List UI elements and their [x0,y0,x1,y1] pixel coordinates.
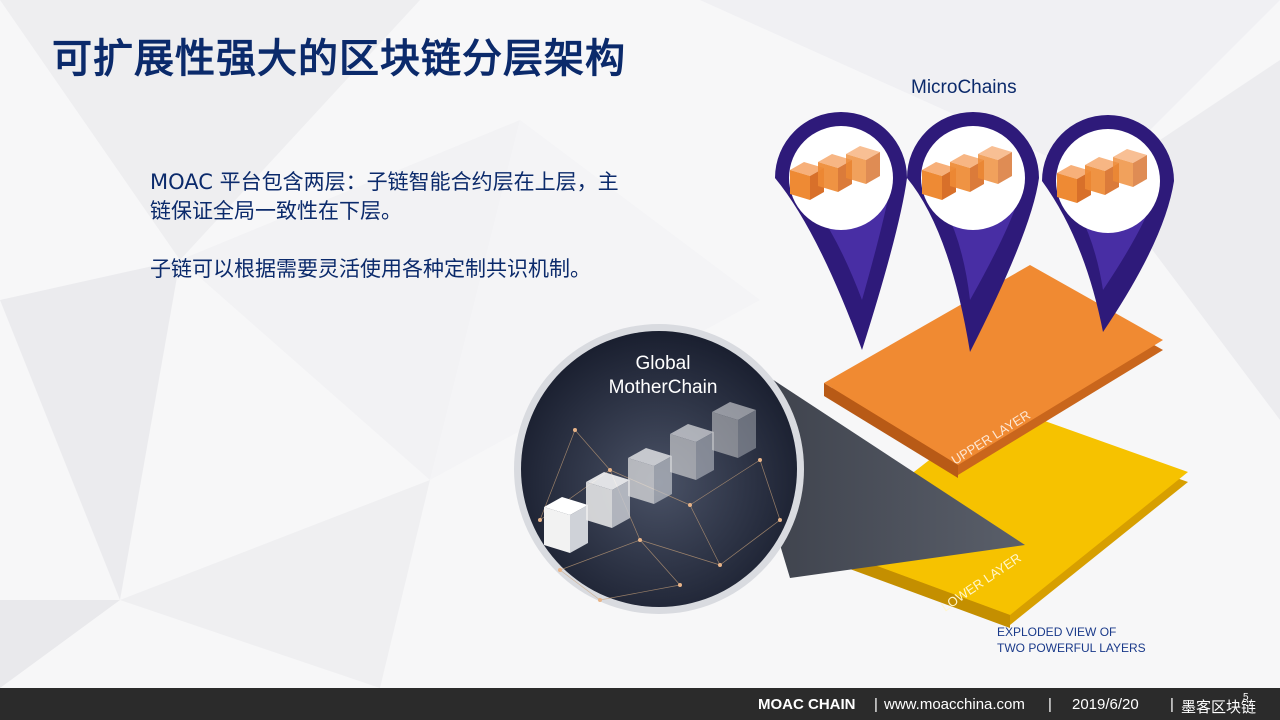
footer-separator: | [1048,696,1052,713]
footer-separator: | [1170,696,1174,713]
global-motherchain-magnifier [514,324,804,614]
body-text: MOAC 平台包含两层：子链智能合约层在上层，主链保证全局一致性在下层。 子链可… [150,168,630,284]
footer-url[interactable]: www.moacchina.com [884,696,1025,713]
footer-date: 2019/6/20 [1072,696,1139,713]
caption-line-2: TWO POWERFUL LAYERS [997,641,1146,655]
footer-bar: MOAC CHAIN | www.moacchina.com | 2019/6/… [0,688,1280,720]
footer-org: 墨客区块链 [1181,699,1257,716]
microchain-pin-2 [907,112,1039,352]
magnifier-cone [720,345,1025,578]
paragraph-layers: MOAC 平台包含两层：子链智能合约层在上层，主链保证全局一致性在下层。 [150,170,619,223]
diagram-caption: EXPLODED VIEW OF TWO POWERFUL LAYERS [997,624,1146,656]
slide-title: 可扩展性强大的区块链分层架构 [52,36,626,82]
footer-separator: | [874,696,878,713]
microchain-pin-1 [775,112,907,350]
upper-layer-slab [824,265,1163,478]
paragraph-consensus: 子链可以根据需要灵活使用各种定制共识机制。 [150,257,591,281]
caption-line-1: EXPLODED VIEW OF [997,625,1117,639]
footer-brand: MOAC CHAIN [758,696,856,713]
microchain-pin-3 [1042,115,1174,332]
global-motherchain-label: Global MotherChain [608,353,718,398]
motherchain-cubes [544,402,756,553]
microchains-label: MicroChains [911,77,1017,98]
page-number: 5 [1243,692,1249,703]
layer-diagram: LOWER LAYER UPPER LAYER [514,112,1188,628]
